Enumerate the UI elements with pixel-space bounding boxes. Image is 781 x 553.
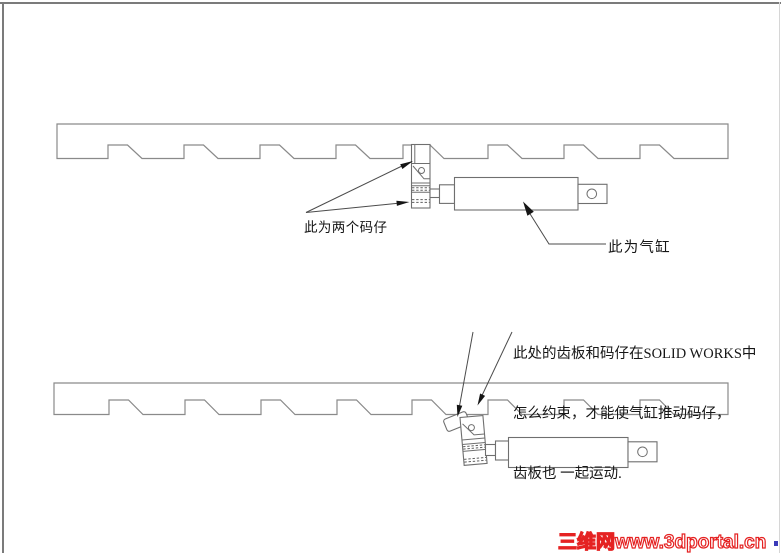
bottom-cylinder-rod: [484, 443, 497, 457]
bottom-clamp-thread-dash: [464, 459, 487, 463]
question-text-block: 此处的齿板和码仔在SOLID WORKS中 怎么约束，才能使气缸推动码仔， 齿板…: [513, 304, 756, 524]
leader-line: [529, 212, 606, 245]
bottom-clamp-tilted: [443, 411, 488, 466]
label-cylinder: 此为气缸: [608, 240, 671, 256]
bottom-clamp-line: [462, 441, 486, 445]
bottom-clamp-thread-dash: [463, 446, 486, 450]
bottom-clamp-notch: [462, 423, 485, 436]
question-line-1: 此处的齿板和码仔在SOLID WORKS中: [513, 346, 757, 362]
bottom-cylinder-front-cap: [494, 440, 510, 461]
bottom-clamp-thread-dash: [463, 444, 486, 448]
bottom-cylinder-mount-hole: [637, 446, 648, 458]
question-line-2: 怎么约束，才能使气缸推动码仔，: [513, 406, 731, 422]
corner-dot: [774, 541, 778, 546]
leader-line: [305, 202, 399, 213]
top-cylinder-front-cap: [438, 184, 456, 204]
watermark-text: 三维网www.3dportal.cn: [557, 531, 767, 553]
page-border-top: [0, 2, 781, 4]
bottom-clamp-divider-1: [461, 437, 485, 441]
leader-line: [459, 331, 474, 407]
question-line-3: 齿板也 一起运动.: [513, 466, 622, 482]
leader-arrowhead: [477, 393, 486, 406]
top-rack: [56, 123, 729, 160]
cylinder-leader: [523, 201, 606, 245]
page-border-left: [2, 2, 4, 553]
question-leaders: [456, 331, 513, 417]
top-clamp-pair: [410, 143, 431, 209]
leader-line: [481, 331, 513, 396]
leader-arrowhead: [523, 201, 534, 216]
bottom-rack-outline: [53, 382, 729, 416]
bottom-rack: [53, 382, 729, 416]
page-border-right: [779, 2, 780, 553]
bottom-cylinder: [484, 436, 658, 469]
top-clamp-screw-hole: [418, 167, 425, 174]
bottom-clamp-body-group: [459, 414, 488, 466]
label-two-clamps: 此为两个码仔: [304, 220, 388, 235]
bottom-clamp-divider-2: [462, 448, 486, 452]
top-cylinder-body: [453, 176, 579, 211]
top-clamp-body: [410, 143, 431, 209]
bottom-cylinder-mount-tab: [627, 441, 658, 463]
leader-line: [305, 165, 404, 213]
top-cylinder-rod: [429, 188, 441, 199]
top-cylinder-mount-hole: [586, 188, 598, 200]
top-cylinder-mount-tab: [577, 183, 608, 205]
bottom-cylinder-body: [507, 436, 629, 469]
leader-arrowhead: [400, 161, 413, 169]
leader-arrowhead: [456, 404, 463, 417]
top-cylinder: [429, 176, 608, 211]
bottom-clamp-thread-dash: [464, 456, 487, 460]
top-clamp-notch: [412, 165, 430, 180]
leader-arrowhead: [396, 200, 410, 206]
top-clamp-leader: [305, 161, 413, 213]
top-rack-outline: [56, 123, 729, 160]
bottom-clamp-screw-hole: [467, 424, 475, 432]
